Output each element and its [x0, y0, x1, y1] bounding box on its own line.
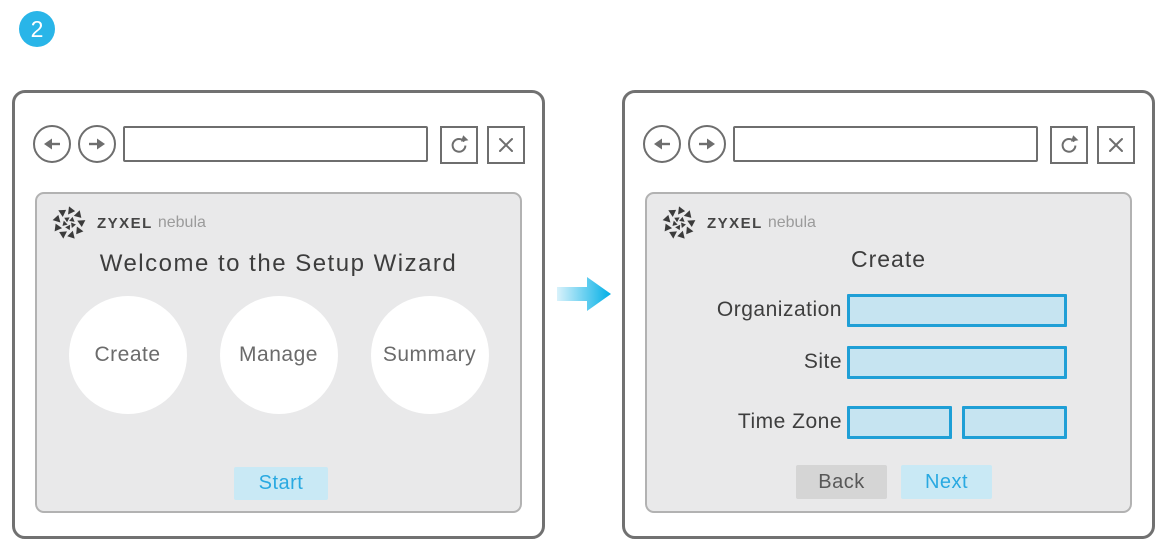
timezone-city-input[interactable]: [962, 406, 1067, 439]
back-arrow-icon: [654, 138, 670, 150]
refresh-button[interactable]: [440, 126, 478, 164]
forward-arrow-icon: [699, 138, 715, 150]
close-button[interactable]: [1097, 126, 1135, 164]
close-button[interactable]: [487, 126, 525, 164]
organization-input[interactable]: [847, 294, 1067, 327]
organization-label: Organization: [716, 298, 842, 321]
back-step-button[interactable]: Back: [796, 465, 887, 499]
forward-button[interactable]: [78, 125, 116, 163]
forward-button[interactable]: [688, 125, 726, 163]
brand-nebula-text: nebula: [767, 214, 816, 231]
refresh-button[interactable]: [1050, 126, 1088, 164]
brand: ZYXEL nebula: [660, 204, 816, 242]
step-circle-manage: Manage: [219, 296, 338, 414]
create-panel: ZYXEL nebula Create Organization Site Ti…: [645, 192, 1132, 513]
back-button[interactable]: [643, 125, 681, 163]
address-bar-input[interactable]: [733, 126, 1038, 162]
step-circle-summary: Summary: [370, 296, 489, 414]
wizard-panel: ZYXEL nebula Welcome to the Setup Wizard…: [35, 192, 522, 513]
site-input[interactable]: [847, 346, 1067, 379]
wizard-steps: Create Manage Summary: [37, 296, 520, 414]
back-button[interactable]: [33, 125, 71, 163]
browser-window-create: ZYXEL nebula Create Organization Site Ti…: [622, 90, 1155, 539]
brand-nebula-text: nebula: [157, 214, 206, 231]
browser-window-wizard: ZYXEL nebula Welcome to the Setup Wizard…: [12, 90, 545, 539]
page-title: Create: [850, 246, 927, 272]
back-arrow-icon: [44, 138, 60, 150]
brand: ZYXEL nebula: [50, 204, 206, 242]
address-bar-input[interactable]: [123, 126, 428, 162]
step-badge: 2: [19, 11, 55, 47]
refresh-icon: [1061, 135, 1079, 153]
timezone-label: Time Zone: [737, 410, 842, 433]
start-button[interactable]: Start: [234, 467, 328, 500]
brand-zyxel-text: ZYXEL: [707, 214, 763, 232]
step-circle-create: Create: [68, 296, 187, 414]
site-label: Site: [803, 350, 842, 373]
brand-zyxel-text: ZYXEL: [97, 214, 153, 232]
page-title: Welcome to the Setup Wizard: [99, 250, 458, 277]
next-button[interactable]: Next: [901, 465, 992, 499]
flow-arrow-icon: [557, 277, 611, 311]
timezone-region-input[interactable]: [847, 406, 952, 439]
zyxel-logo-icon: [51, 206, 87, 241]
refresh-icon: [451, 135, 469, 153]
close-icon: [1109, 138, 1123, 152]
close-icon: [499, 138, 513, 152]
zyxel-logo-icon: [661, 206, 697, 241]
forward-arrow-icon: [89, 138, 105, 150]
